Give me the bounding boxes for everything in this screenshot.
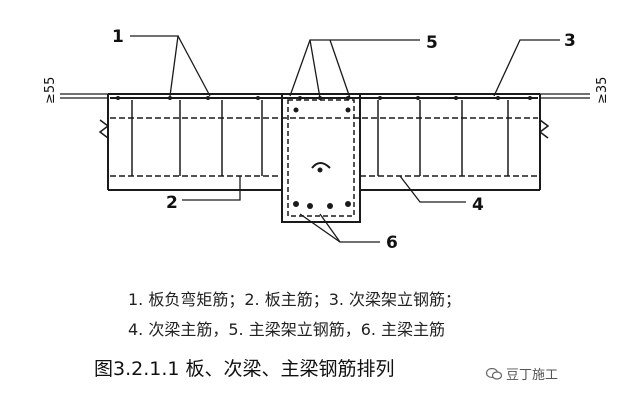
leader-lines [130,35,560,243]
slab-top-rebar-dots [116,96,532,100]
label-1: 1 [112,27,124,47]
watermark-text: 豆丁施工 [506,368,559,383]
label-4: 4 [472,195,484,215]
watermark: 豆丁施工 [486,364,558,383]
slab-outline [107,93,541,191]
dimension-marks [60,93,590,99]
secondary-beam-stirrups [131,100,509,176]
figure-caption: 图3.2.1.1 板、次梁、主梁钢筋排列 [94,358,395,380]
break-marks [98,119,550,139]
main-beam-hook [311,162,331,169]
label-6: 6 [386,233,398,253]
dim-left-label: ≥55 [43,77,58,104]
rebar-diagram: 1 5 3 2 4 6 ≥55 ≥35 [43,27,610,253]
dim-right-label: ≥35 [595,77,610,104]
legend-line-1: 1. 板负弯矩筋；2. 板主筋；3. 次梁架立钢筋； [128,290,462,309]
main-beam-bars [293,107,351,209]
label-2: 2 [166,193,178,213]
main-beam-outline [281,93,361,223]
legend-line-2: 4. 次梁主筋，5. 主梁架立钢筋，6. 主梁主筋 [128,320,446,339]
secondary-beam-bars [110,117,538,177]
main-beam-stirrup [287,99,355,217]
wechat-icon [486,367,502,380]
label-5: 5 [426,33,438,53]
label-3: 3 [564,31,576,51]
